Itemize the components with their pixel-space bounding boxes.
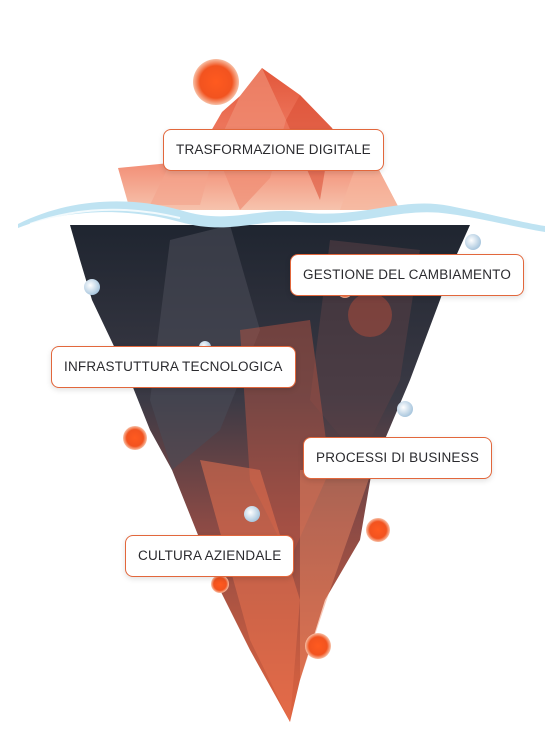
label-trasformazione-digitale: TRASFORMAZIONE DIGITALE [163,129,384,171]
label-gestione-del-cambiamento: GESTIONE DEL CAMBIAMENTO [290,254,525,296]
label-processi-di-business: PROCESSI DI BUSINESS [303,437,493,479]
orbs [123,59,392,659]
label-infrastruttura-tecnologica: INFRASTUTTURA TECNOLOGICA [51,346,296,388]
label-cultura-aziendale: CULTURA AZIENDALE [125,535,295,577]
water-surface [18,201,545,232]
